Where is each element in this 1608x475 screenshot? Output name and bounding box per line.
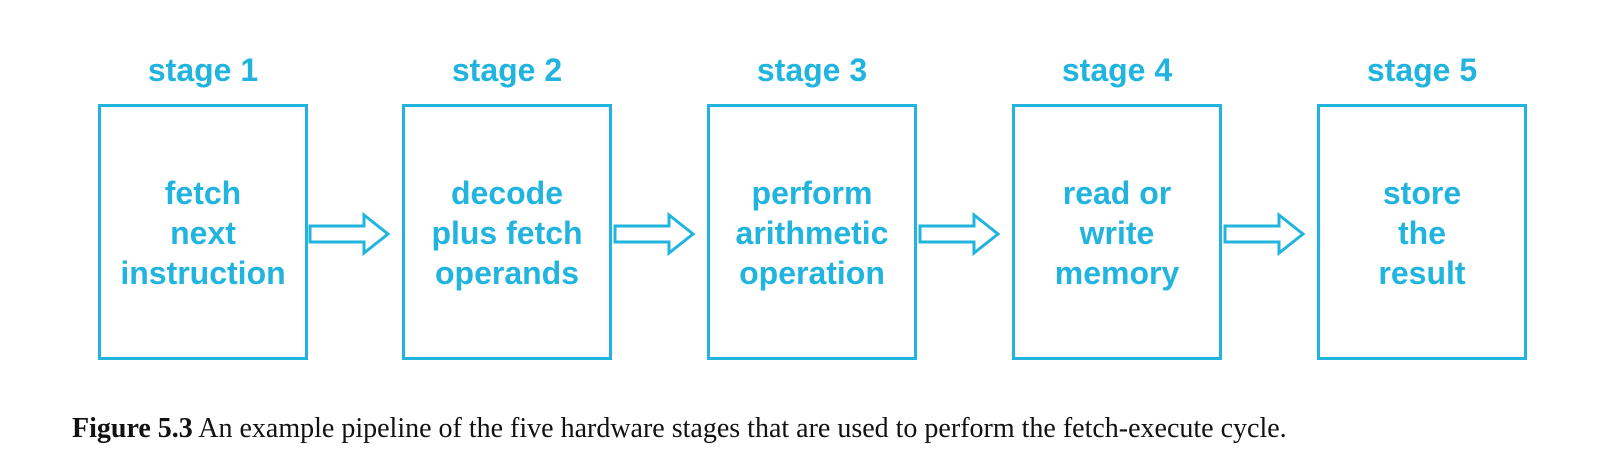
stage-4-line-2: write (1079, 215, 1155, 251)
stage-1: stage 1 fetch next instruction (98, 52, 308, 360)
figure-caption: Figure 5.3 An example pipeline of the fi… (72, 412, 1572, 446)
stage-5-label: stage 5 (1366, 52, 1478, 88)
stage-4-label: stage 4 (1061, 52, 1173, 88)
stage-3-line-1: perform (751, 175, 873, 211)
figure-label: Figure 5.3 (72, 413, 193, 444)
caption-text: An example pipeline of the five hardware… (192, 413, 1287, 444)
stage-5-line-2: the (1398, 215, 1446, 251)
stage-4-line-3: memory (1054, 255, 1180, 291)
stage-1-box: fetch next instruction (98, 104, 308, 360)
stage-5: stage 5 store the result (1317, 52, 1527, 360)
stage-4: stage 4 read or write memory (1012, 52, 1222, 360)
stage-5-line-3: result (1378, 255, 1466, 291)
stage-2-line-1: decode (450, 175, 564, 211)
stage-2-line-3: operands (434, 255, 580, 291)
stage-5-box: store the result (1317, 104, 1527, 360)
stage-3-box: perform arithmetic operation (707, 104, 917, 360)
stage-3-line-3: operation (739, 255, 885, 291)
stage-1-line-1: fetch (164, 175, 242, 211)
stage-2: stage 2 decode plus fetch operands (402, 52, 612, 360)
stage-1-label: stage 1 (147, 52, 259, 88)
right-arrow-icon (1223, 212, 1306, 256)
stage-3-label: stage 3 (756, 52, 868, 88)
stage-3-line-2: arithmetic (735, 215, 889, 251)
stage-4-box: read or write memory (1012, 104, 1222, 360)
pipeline-diagram: stage 1 fetch next instruction stage 2 d… (98, 52, 1527, 360)
right-arrow-icon (308, 212, 391, 256)
stage-3: stage 3 perform arithmetic operation (707, 52, 917, 360)
right-arrow-icon (613, 212, 696, 256)
stage-2-box: decode plus fetch operands (402, 104, 612, 360)
right-arrow-icon (918, 212, 1001, 256)
stage-1-line-3: instruction (120, 255, 286, 291)
stage-1-line-2: next (170, 215, 236, 251)
stage-5-line-1: store (1382, 175, 1462, 211)
stage-2-line-2: plus fetch (431, 215, 583, 251)
stage-2-label: stage 2 (451, 52, 563, 88)
stage-4-line-1: read or (1062, 175, 1172, 211)
